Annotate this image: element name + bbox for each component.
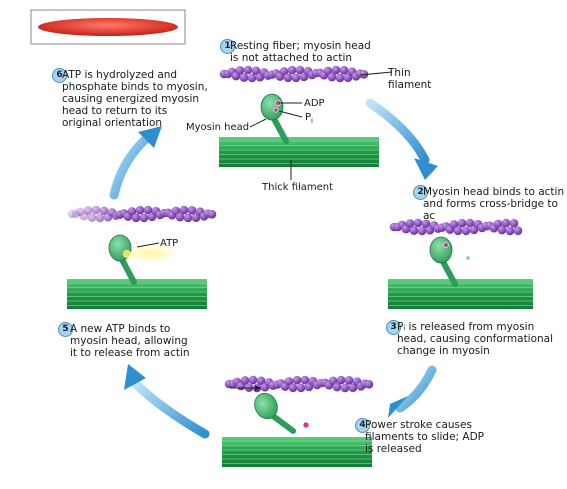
adp-label: ADP — [304, 98, 325, 109]
step-6-label: ATP is hydrolyzed and phosphate binds to… — [62, 69, 208, 129]
step-2-label: Myosin head binds to actin and forms cro… — [423, 186, 565, 222]
atp-label: ATP — [160, 238, 179, 249]
panel-2-myosin-head — [429, 236, 458, 287]
pi-pointer — [278, 110, 303, 118]
panel-4-myosin-head — [254, 392, 297, 434]
myosin-head-label: Myosin head — [186, 122, 250, 133]
muscle-fiber-icon — [38, 18, 178, 36]
panel-2-released-pi — [465, 255, 471, 261]
panel-2-thick-filament — [388, 279, 533, 309]
thick-filament-label: Thick filament — [262, 182, 334, 193]
panel-1-thick-filament — [219, 137, 379, 167]
step-4-label: Power stroke causes filaments to slide; … — [365, 419, 485, 455]
step-6-badge: 6 — [52, 68, 67, 83]
panel-1-myosin-head — [260, 93, 289, 144]
step-3-badge: 3 — [386, 320, 401, 335]
panel-5-thick-filament — [67, 279, 207, 309]
arrow-4-to-5 — [124, 364, 210, 439]
panel-1-pi — [273, 107, 279, 113]
pi-label: Pi — [305, 112, 313, 125]
step-5-label: A new ATP binds to myosin head, allowing… — [70, 323, 190, 359]
myosin-head-pointer — [249, 118, 267, 128]
step-3-label: Pᵢ is released from myosin head, causing… — [397, 321, 554, 357]
step-2-badge: 2 — [413, 185, 428, 200]
atp-glow — [120, 243, 180, 263]
arrow-3-to-4 — [388, 365, 437, 418]
step-1-badge: 1 — [220, 39, 235, 54]
panel-5-atp — [123, 250, 131, 258]
panel-4-thick-filament — [222, 437, 372, 467]
panel-2-adp — [443, 242, 449, 248]
arrow-5-to-6 — [109, 126, 162, 200]
thin-filament-label: Thin filament — [388, 67, 432, 91]
step-1-label: Resting fiber; myosin head is not attach… — [230, 40, 371, 64]
thin-filament-pointer — [359, 71, 393, 76]
panel-4-released-adp — [302, 421, 310, 429]
panel-2-thin-filament — [389, 218, 523, 236]
atp-pointer — [136, 242, 160, 248]
cycle-arrows — [109, 98, 438, 439]
arrow-1-to-2 — [365, 98, 438, 180]
step-5-badge: 5 — [58, 322, 73, 337]
step-4-badge: 4 — [355, 418, 370, 433]
panel-1-thin-filament — [219, 65, 369, 83]
panel-4-thin-filament — [224, 375, 374, 393]
panel-5-thin-filament — [67, 205, 217, 223]
